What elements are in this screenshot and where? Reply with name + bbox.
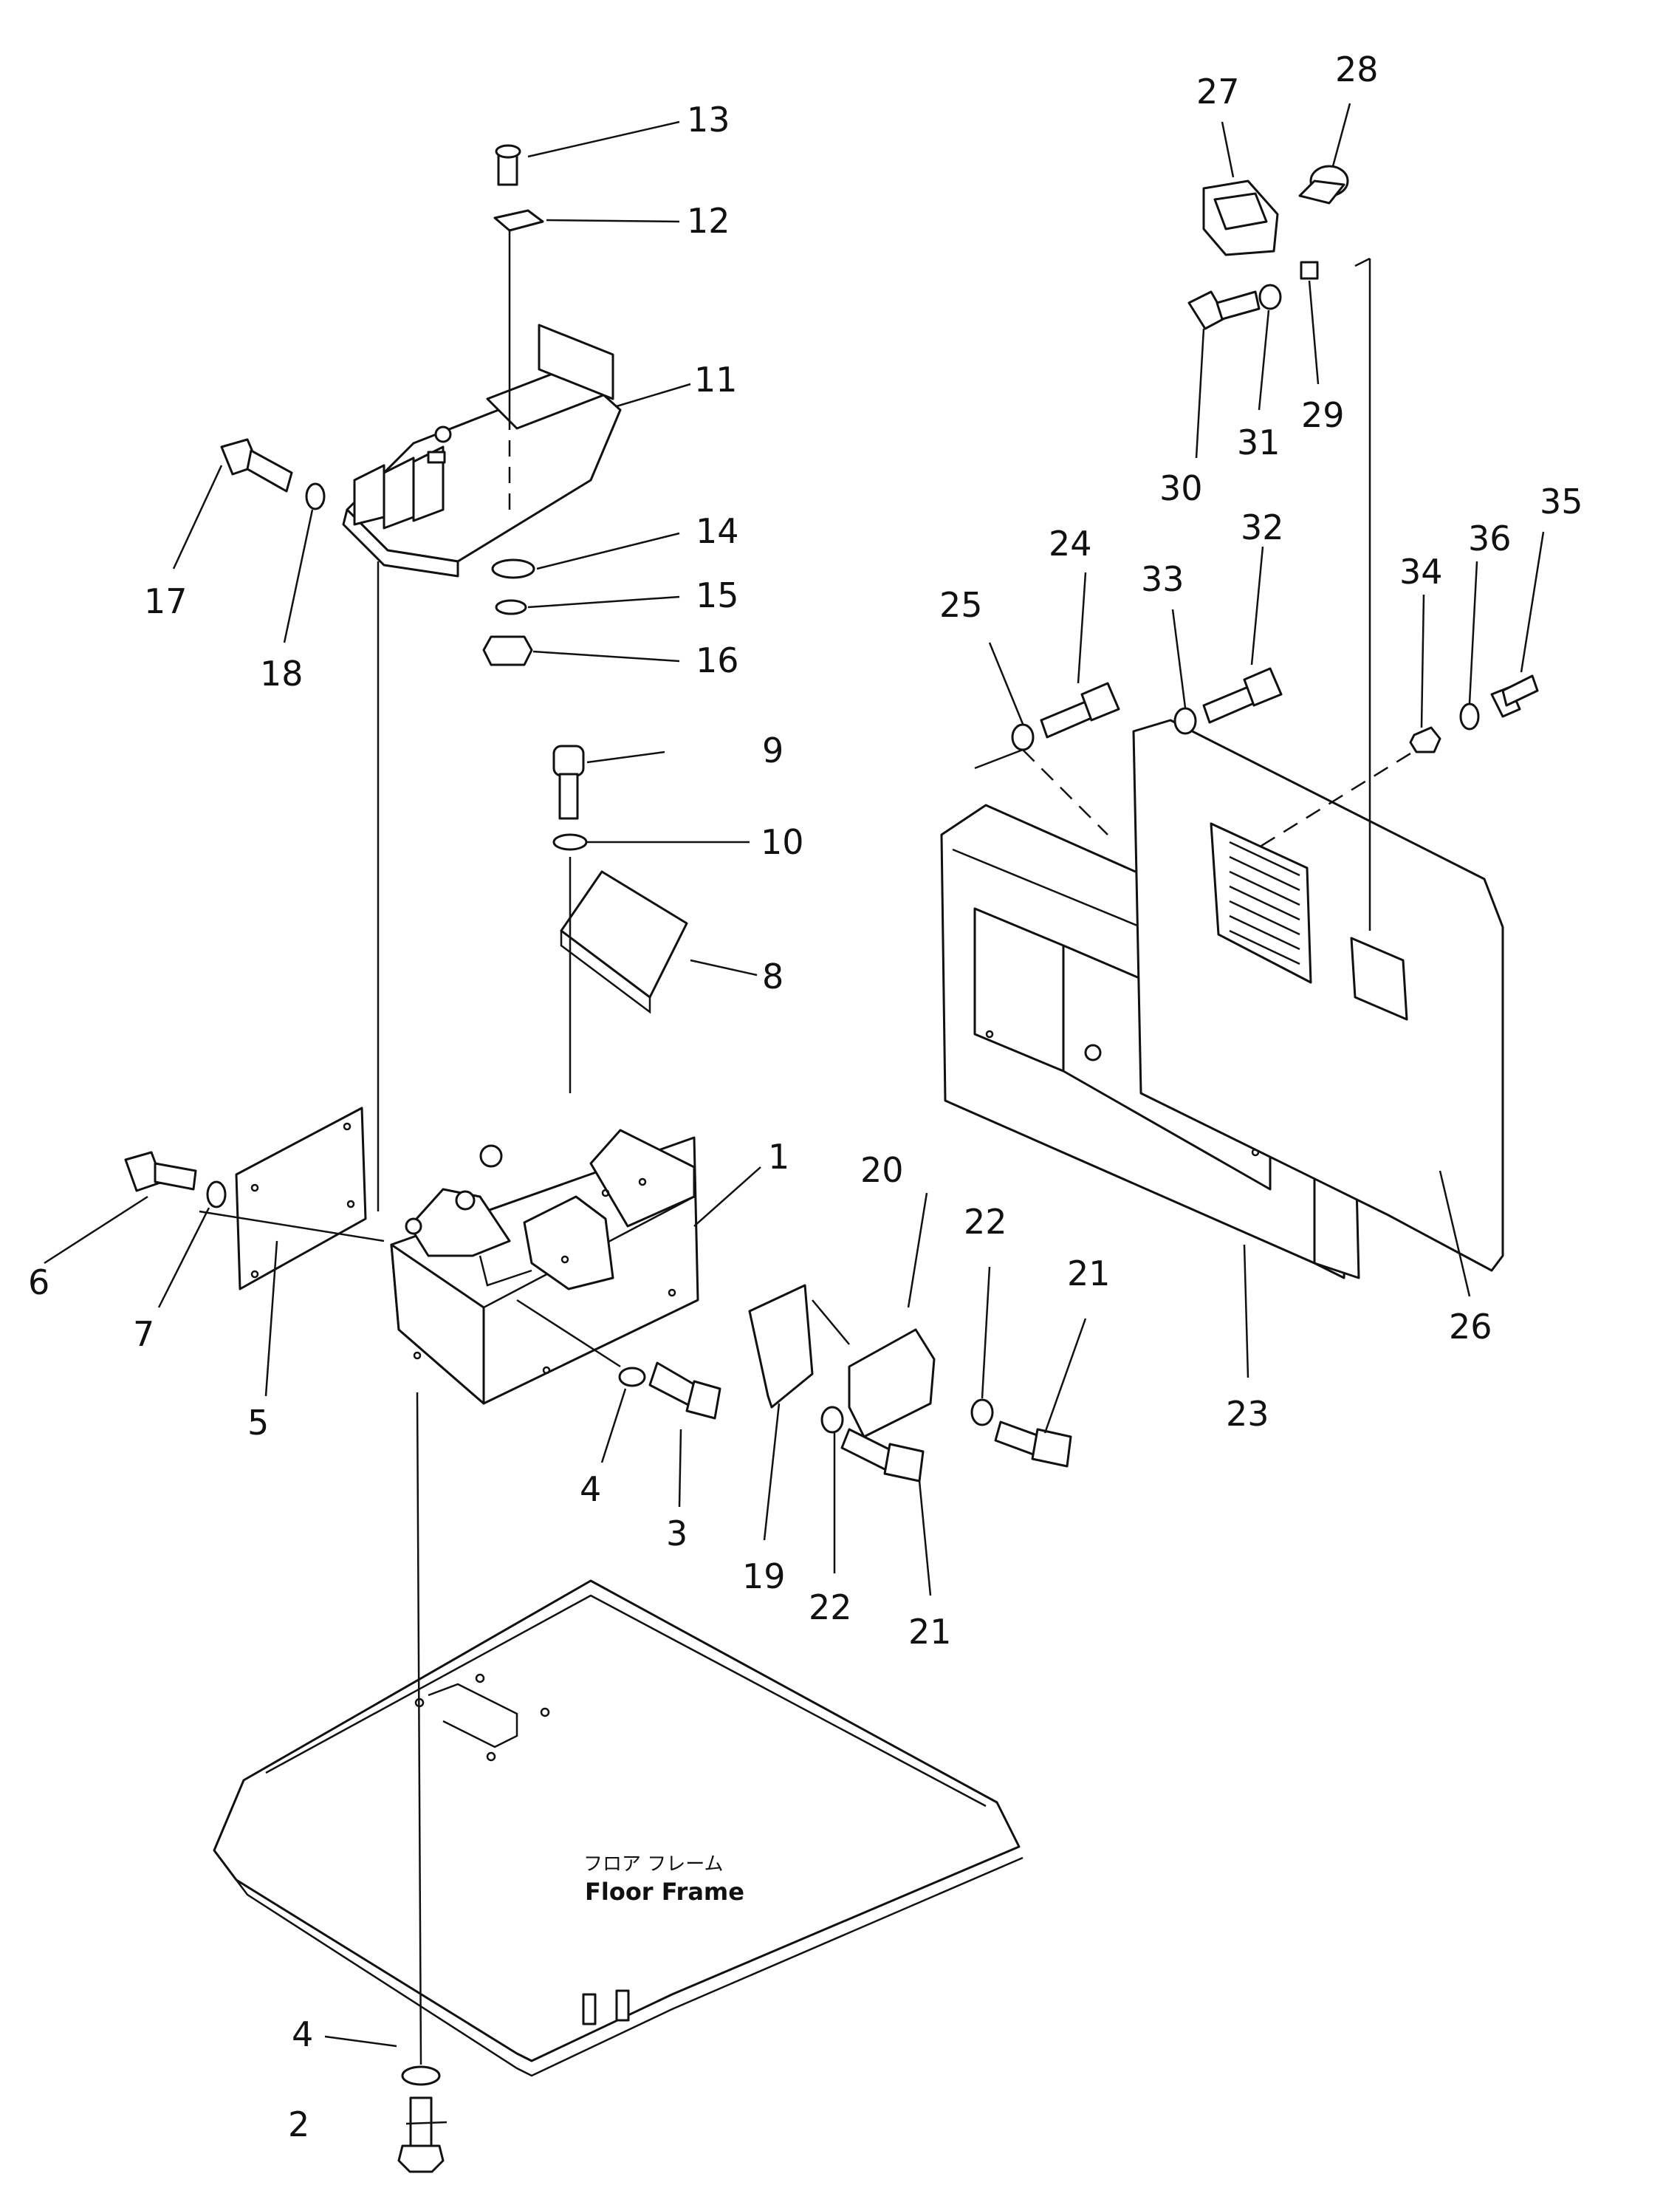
- callout-10: 10: [761, 822, 804, 862]
- callout-23: 23: [1226, 1394, 1269, 1434]
- callout-21: 21: [908, 1612, 952, 1652]
- floor-frame: フロア フレーム Floor Frame: [213, 1579, 1024, 2077]
- assembly-lines: [199, 229, 1411, 2065]
- callout-32: 32: [1241, 507, 1284, 547]
- bolt-30: [1187, 290, 1261, 330]
- callout-27: 27: [1196, 72, 1240, 112]
- side-plate: [235, 1107, 367, 1290]
- washer-18: [305, 482, 326, 510]
- bolt-24: [1040, 682, 1120, 739]
- washer-36: [1459, 702, 1480, 731]
- washer-25: [1011, 723, 1035, 751]
- callout-7: 7: [133, 1314, 154, 1354]
- callout-5: 5: [247, 1403, 269, 1443]
- callout-26: 26: [1449, 1307, 1492, 1347]
- panel-26: [1132, 719, 1504, 1272]
- bolt-6: [124, 1151, 197, 1192]
- callout-1: 1: [768, 1137, 789, 1177]
- callout-4-bottom: 4: [292, 2014, 313, 2054]
- callout-15: 15: [696, 575, 739, 615]
- washer-7: [206, 1180, 227, 1208]
- callout-6: 6: [28, 1262, 49, 1302]
- callout-33: 33: [1141, 559, 1184, 599]
- callout-25: 25: [939, 585, 983, 625]
- grommet-28: [1298, 165, 1349, 205]
- callout-9: 9: [762, 731, 784, 770]
- callout-17: 17: [144, 581, 188, 621]
- cover-27: [1202, 179, 1279, 256]
- washer-10: [552, 833, 588, 851]
- callout-2: 2: [288, 2104, 309, 2144]
- washer-4-bottom: [401, 2065, 441, 2086]
- clip-29: [1300, 261, 1319, 280]
- bolt-32: [1202, 667, 1283, 724]
- callout-24: 24: [1049, 524, 1092, 564]
- bolt-2: [397, 2096, 445, 2173]
- washer-31: [1258, 284, 1282, 310]
- callout-35: 35: [1540, 482, 1583, 522]
- spring-washer-15: [495, 599, 527, 615]
- callout-labels: 1 2 3 4 4 5 6 7 8 9 10 11 12 13 14 15 16…: [28, 49, 1583, 2144]
- callout-20: 20: [860, 1150, 904, 1190]
- callout-8: 8: [762, 957, 784, 996]
- callout-16: 16: [696, 640, 739, 680]
- callout-31: 31: [1237, 423, 1280, 462]
- callout-3: 3: [666, 1514, 688, 1553]
- callout-12: 12: [687, 201, 730, 241]
- washer-14: [491, 558, 535, 579]
- callout-22: 22: [809, 1587, 852, 1627]
- bracket-20: [848, 1328, 936, 1438]
- washer-4: [618, 1367, 646, 1387]
- callout-19: 19: [742, 1556, 786, 1596]
- washer-22: [820, 1406, 844, 1434]
- console-cover: [342, 324, 622, 578]
- callout-14: 14: [696, 511, 739, 551]
- callout-22-right: 22: [964, 1202, 1007, 1242]
- callout-leaders: [44, 103, 1545, 2125]
- callout-28: 28: [1335, 49, 1379, 89]
- bolt-9: [552, 745, 585, 820]
- clip-12: [493, 209, 544, 232]
- nut-16: [482, 635, 533, 666]
- callout-4: 4: [580, 1469, 601, 1509]
- floor-frame-label-jp: フロア フレーム: [583, 1853, 724, 1875]
- bolt-21-right: [994, 1420, 1072, 1468]
- callout-13: 13: [687, 100, 730, 140]
- callout-29: 29: [1301, 395, 1345, 435]
- bolt-3: [648, 1361, 721, 1420]
- callout-34: 34: [1399, 552, 1443, 592]
- bolt-21: [840, 1428, 925, 1483]
- bolt-35: [1490, 674, 1539, 718]
- console-box: [390, 1129, 699, 1405]
- callout-30: 30: [1159, 468, 1203, 508]
- bracket-19: [748, 1284, 814, 1409]
- washer-33: [1173, 707, 1197, 735]
- washer-22-right: [970, 1398, 994, 1426]
- callout-21-right: 21: [1067, 1254, 1111, 1293]
- nut-34: [1409, 726, 1441, 753]
- bracket-8: [560, 870, 688, 1014]
- bolt-17: [220, 438, 293, 493]
- plug-13: [495, 144, 521, 186]
- callout-36: 36: [1468, 519, 1512, 558]
- callout-18: 18: [260, 654, 304, 694]
- floor-frame-label-en: Floor Frame: [585, 1878, 744, 1906]
- callout-11: 11: [694, 360, 738, 400]
